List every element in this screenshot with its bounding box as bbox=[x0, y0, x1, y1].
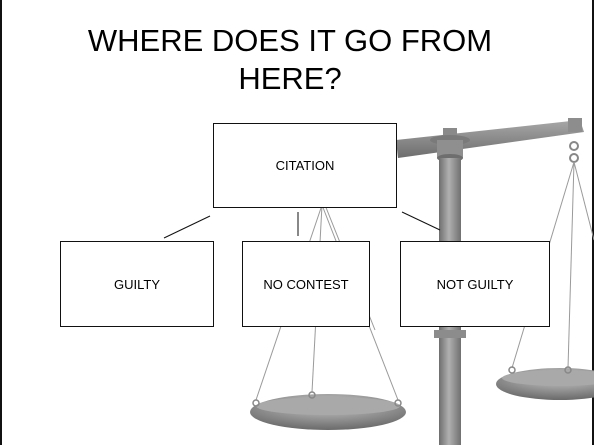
citation-label: CITATION bbox=[276, 158, 335, 173]
no-contest-label: NO CONTEST bbox=[263, 277, 348, 292]
scale-pillar-collar bbox=[434, 330, 466, 338]
citation-box: CITATION bbox=[213, 123, 397, 208]
guilty-box: GUILTY bbox=[60, 241, 214, 327]
right-pan bbox=[496, 367, 594, 400]
guilty-label: GUILTY bbox=[114, 277, 160, 292]
slide-title: WHERE DOES IT GO FROM HERE? bbox=[40, 22, 540, 98]
not-guilty-label: NOT GUILTY bbox=[437, 277, 514, 292]
scale-hook bbox=[570, 142, 578, 162]
no-contest-box: NO CONTEST bbox=[242, 241, 370, 327]
not-guilty-box: NOT GUILTY bbox=[400, 241, 550, 327]
left-pan bbox=[250, 392, 406, 430]
scale-beam bbox=[396, 118, 584, 158]
